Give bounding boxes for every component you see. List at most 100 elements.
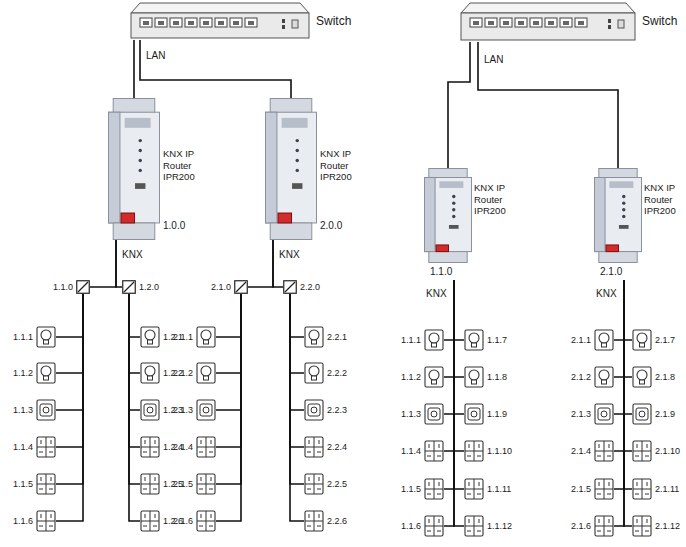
switch-button — [618, 20, 624, 28]
rocker-mark — [467, 494, 471, 495]
rocker-mark — [599, 482, 600, 486]
rocker-mark — [635, 494, 639, 495]
rocker-split — [465, 489, 483, 490]
device-frame — [425, 404, 443, 424]
switch-led — [608, 19, 611, 23]
lamp-symbol — [140, 325, 160, 349]
device-frame — [141, 327, 159, 347]
bulb-glass — [41, 330, 51, 340]
bus-device-node: 2.1.5 — [173, 472, 216, 496]
push-button-symbol — [424, 477, 444, 501]
bus-device-node: 2.1.12 — [632, 514, 680, 538]
network-switch — [130, 2, 310, 40]
router-led — [622, 195, 625, 198]
bulb-glass — [429, 370, 439, 380]
bulb-base — [640, 343, 645, 347]
device-address: 1.1.3 — [13, 405, 33, 416]
rocker-mark — [635, 456, 639, 457]
push-button-symbol — [196, 435, 216, 459]
device-frame — [305, 474, 323, 494]
knx-bus-line — [56, 294, 83, 447]
router-button — [135, 183, 145, 189]
device-address: 1.1.5 — [401, 484, 421, 495]
rocker-split — [141, 521, 159, 522]
rocker-mark — [39, 489, 43, 490]
port-jack — [218, 21, 224, 25]
bus-device-node: 1.1.3 — [13, 398, 56, 422]
push-button-symbol — [36, 435, 56, 459]
router-led — [139, 149, 142, 152]
router-name: KNX IP Router IPR200 — [474, 182, 520, 217]
knx-ip-router — [424, 168, 472, 263]
bus-device-node: 2.2.6 — [304, 509, 347, 533]
port-jack — [503, 21, 509, 25]
bus-device-node: 1.1.3 — [401, 402, 444, 426]
device-address: 1.1.11 — [487, 484, 511, 495]
knx-bus-line — [454, 280, 464, 451]
knx-ip-router — [594, 168, 642, 263]
switch-front — [461, 13, 635, 40]
rocker-mark — [599, 519, 600, 523]
lamp-symbol — [594, 328, 614, 352]
device-frame — [305, 437, 323, 457]
lamp-symbol — [36, 361, 56, 385]
rocker-mark — [199, 526, 203, 527]
router-cap — [429, 252, 467, 263]
device-address: 2.1.4 — [571, 446, 591, 457]
rocker-mark — [317, 452, 321, 453]
router-button — [292, 183, 302, 189]
device-address: 2.1.8 — [655, 372, 675, 383]
router-address: 2.1.0 — [600, 266, 622, 278]
knx-bus-line — [624, 280, 632, 489]
device-frame — [595, 441, 613, 461]
router-cap — [270, 223, 312, 240]
knx-bus-line — [56, 294, 83, 410]
device-address: 2.1.11 — [655, 484, 679, 495]
device-frame — [305, 511, 323, 531]
switch-port — [155, 18, 167, 27]
bus-device-node: 2.1.8 — [632, 365, 675, 389]
router-led — [622, 201, 625, 204]
rocker-split — [425, 526, 443, 527]
bulb-glass — [469, 333, 479, 343]
rocker-mark — [647, 482, 648, 486]
switch-port — [245, 18, 257, 27]
switch-front — [131, 13, 309, 38]
bus-device-node: 2.1.4 — [173, 435, 216, 459]
bus-label: KNX — [279, 249, 300, 261]
knx-bus-line — [624, 280, 632, 414]
knx-bus-line — [129, 294, 140, 521]
device-frame — [465, 330, 483, 350]
rocker-mark — [645, 456, 649, 457]
lan-cable — [133, 40, 135, 98]
knx-bus-line — [290, 294, 304, 410]
device-address: 1.1.7 — [487, 335, 507, 346]
bulb-base — [312, 376, 317, 380]
dimmer-symbol — [632, 402, 652, 426]
dimmer-knob — [471, 411, 477, 417]
bulb-glass — [637, 370, 647, 380]
rocker-mark — [609, 482, 610, 486]
router-cap — [599, 169, 637, 179]
rocker-mark — [307, 526, 311, 527]
router-led — [452, 201, 455, 204]
rocker-mark — [467, 456, 471, 457]
lamp-symbol — [424, 365, 444, 389]
device-frame — [141, 474, 159, 494]
rocker-mark — [41, 440, 42, 444]
bus-device-node: 2.1.6 — [173, 509, 216, 533]
rocker-split — [425, 451, 443, 452]
rocker-mark — [429, 482, 430, 486]
knx-bus-line — [129, 294, 140, 484]
rocker-mark — [477, 494, 481, 495]
device-frame — [141, 437, 159, 457]
dimmer-face — [40, 404, 52, 416]
lamp-symbol — [196, 325, 216, 349]
bulb-base — [204, 340, 209, 344]
device-frame — [465, 516, 483, 536]
rocker-split — [633, 526, 651, 527]
router-side — [109, 112, 120, 223]
push-button-symbol — [196, 509, 216, 533]
dimmer-face — [636, 408, 648, 420]
switch-port — [200, 18, 212, 27]
